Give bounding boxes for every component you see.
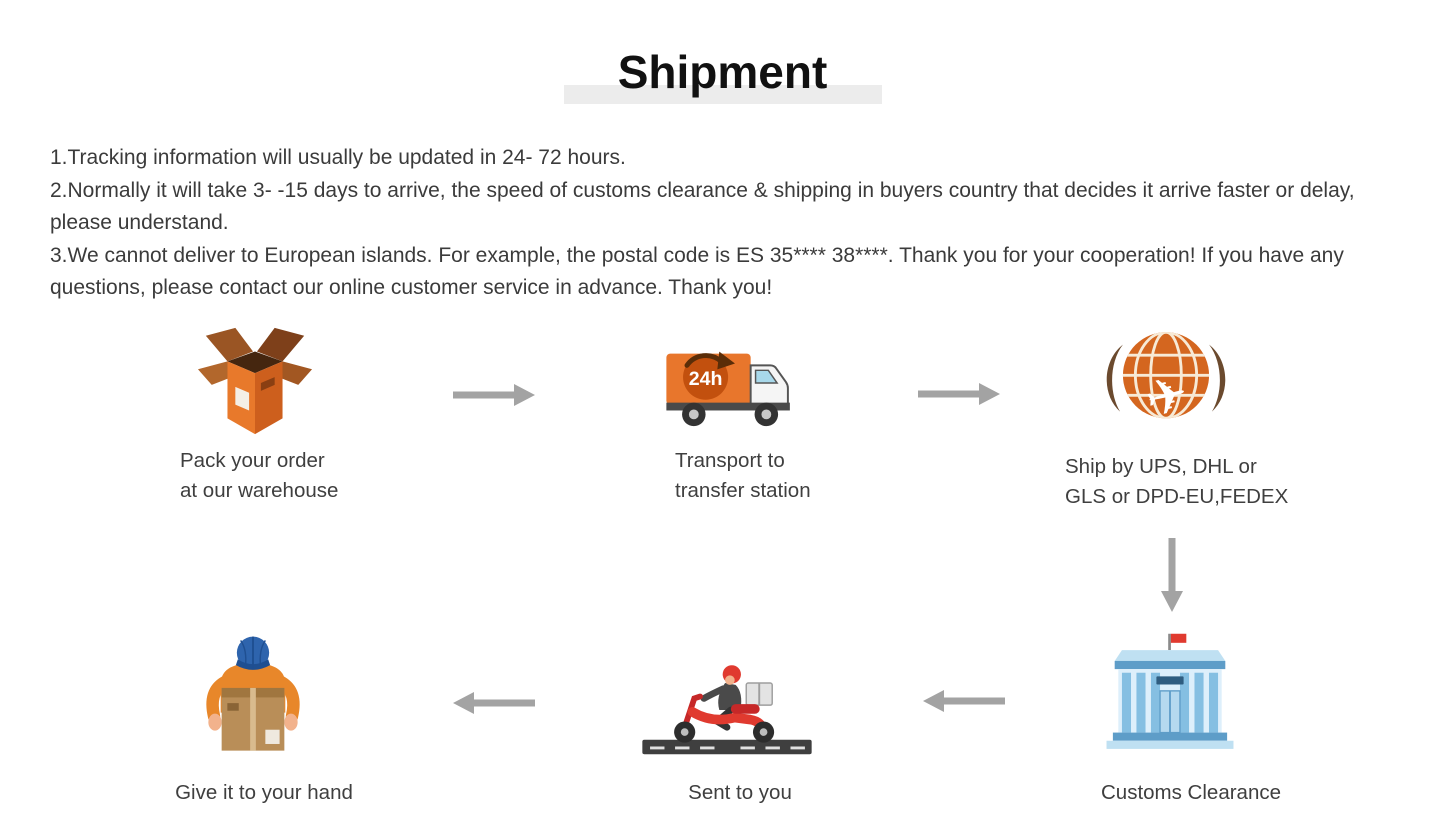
courier-carrying-box-icon (206, 636, 300, 751)
step-label-customs: Customs Clearance (1080, 778, 1302, 808)
step-label-transport-line2: transfer station (675, 479, 811, 502)
page-title: Shipment (617, 46, 828, 98)
truck-24h-icon: 24h (666, 351, 790, 427)
arrow-right-icon (918, 383, 1000, 405)
step-label-ship-line2: GLS or DPD-EU,FEDEX (1065, 485, 1289, 508)
step-label-transport-line1: Transport to (675, 449, 785, 472)
arrow-left-icon (453, 692, 535, 714)
step-label-ship: Ship by UPS, DHL or GLS or DPD-EU,FEDEX (1065, 452, 1315, 512)
delivery-scooter-icon (642, 665, 812, 755)
step-label-pack-line2: at our warehouse (180, 479, 339, 502)
step-label-ship-line1: Ship by UPS, DHL or (1065, 455, 1257, 478)
step-label-pack: Pack your order at our warehouse (180, 446, 410, 506)
note-islands: 3.We cannot deliver to European islands.… (50, 243, 1344, 300)
step-label-customs-line1: Customs Clearance (1100, 781, 1281, 804)
shipping-notes: 1.Tracking information will usually be u… (50, 142, 1395, 305)
step-label-pack-line1: Pack your order (180, 449, 325, 472)
note-delivery-time: 2.Normally it will take 3- -15 days to a… (50, 178, 1355, 235)
step-label-give-line1: Give it to your hand (175, 781, 353, 804)
title-highlight (563, 85, 882, 104)
truck-badge-text: 24h (689, 368, 723, 390)
customs-building-icon (1106, 633, 1234, 749)
arrow-down-icon (1161, 538, 1183, 612)
open-box-icon (197, 327, 313, 435)
step-label-sent-line1: Sent to you (688, 781, 792, 804)
step-label-transport: Transport to transfer station (675, 446, 905, 506)
step-label-give: Give it to your hand (150, 778, 378, 808)
note-tracking: 1.Tracking information will usually be u… (50, 146, 626, 169)
step-label-sent: Sent to you (640, 778, 840, 808)
globe-airplane-icon: ✈ (1106, 332, 1226, 429)
arrow-right-icon (453, 384, 535, 406)
arrow-left-icon (923, 690, 1005, 712)
